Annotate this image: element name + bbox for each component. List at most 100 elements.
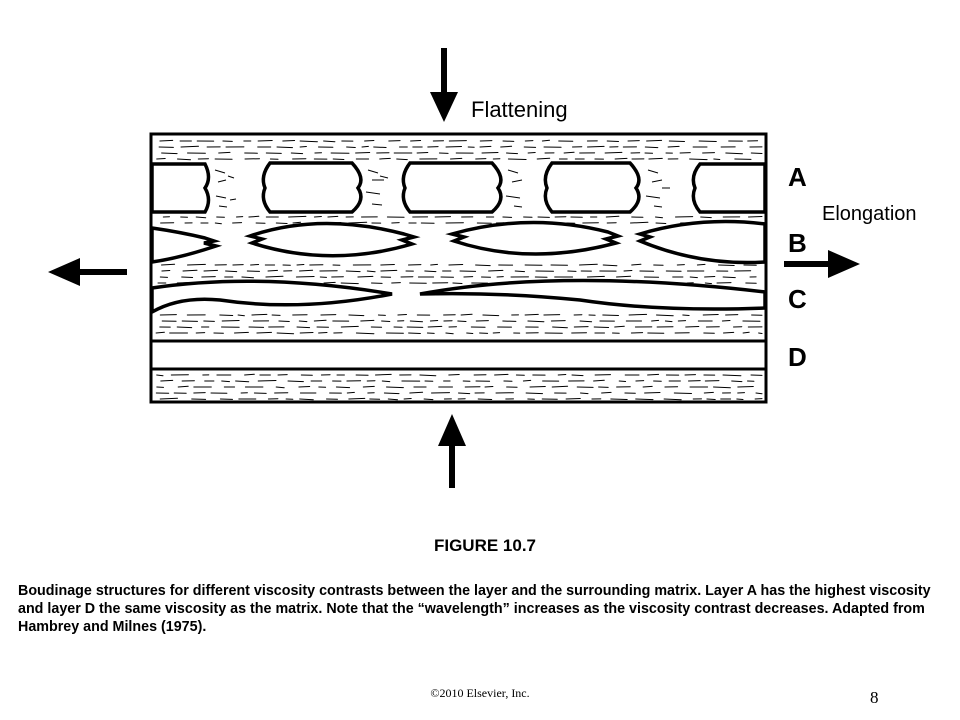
hatch-stroke <box>623 270 633 272</box>
hatch-stroke <box>288 215 307 218</box>
hatch-stroke <box>445 332 454 335</box>
hatch-stroke <box>383 392 400 395</box>
hatch-stroke <box>642 385 653 388</box>
hatch-stroke <box>656 314 674 317</box>
hatch-stroke <box>644 146 659 149</box>
page-number: 8 <box>870 688 879 707</box>
hatch-stroke <box>628 313 648 316</box>
hatch-stroke <box>386 386 404 389</box>
hatch-stroke <box>602 314 619 316</box>
hatch-stroke <box>448 264 464 266</box>
hatch-stroke <box>506 152 518 155</box>
hatch-stroke <box>614 157 628 160</box>
hatch-stroke <box>673 392 692 394</box>
hatch-stroke <box>606 140 619 142</box>
hatch-stroke <box>551 385 569 388</box>
hatch-stroke <box>614 325 625 328</box>
boudin-a3 <box>401 161 503 214</box>
hatch-stroke <box>250 264 260 266</box>
hatch-stroke <box>507 158 527 160</box>
hatch-stroke <box>430 263 438 266</box>
hatch-stroke <box>704 282 712 285</box>
flattening-arrows <box>430 48 466 488</box>
boudin-b3 <box>445 220 624 256</box>
hatch-stroke <box>248 215 260 218</box>
hatch-stroke <box>275 386 285 389</box>
hatch-stroke <box>655 222 667 224</box>
hatch-stroke <box>452 282 463 284</box>
arrow-up-icon <box>438 414 466 488</box>
hatch-stroke <box>276 146 293 149</box>
hatch-stroke <box>299 146 307 148</box>
figure-title: FIGURE 10.7 <box>433 536 537 555</box>
hatch-stroke <box>458 392 471 395</box>
hatch-stroke <box>610 398 628 400</box>
hatch-stroke <box>396 158 408 161</box>
boudin-a1 <box>150 162 211 214</box>
hatch-stroke <box>488 269 504 272</box>
hatch-stroke <box>225 270 238 273</box>
hatch-stroke <box>397 314 407 316</box>
hatch-stroke <box>647 373 660 376</box>
hatch-stroke <box>323 140 336 143</box>
hatch-stroke <box>409 320 423 323</box>
hatch-stroke <box>160 379 174 382</box>
hatch-stroke <box>593 326 610 328</box>
hatch-stroke <box>605 215 620 218</box>
hatch-stroke <box>221 380 230 383</box>
layer-a-necks <box>214 169 670 208</box>
hatch-stroke <box>219 314 234 316</box>
hatch-stroke <box>737 386 754 388</box>
layer-a-boudins <box>150 161 767 214</box>
hatch-stroke <box>514 270 525 273</box>
hatch-stroke <box>187 263 206 266</box>
hatch-stroke <box>214 222 222 225</box>
boudin-b2 <box>243 221 421 258</box>
hatch-stroke <box>177 385 189 388</box>
hatch-stroke <box>299 269 314 272</box>
hatch-stroke <box>299 398 314 401</box>
boudin-c2 <box>419 278 767 311</box>
hatch-stroke <box>722 276 736 279</box>
hatch-stroke <box>366 270 376 273</box>
hatch-stroke <box>630 221 649 224</box>
hatch-stroke <box>203 269 218 272</box>
hatch-stroke <box>563 151 575 154</box>
hatch-stroke <box>408 332 421 334</box>
hatch-stroke <box>731 380 743 383</box>
hatch-stroke <box>736 398 744 400</box>
hatch-stroke <box>159 397 178 400</box>
hatch-stroke <box>618 380 627 382</box>
arrow-down-icon <box>430 48 458 122</box>
hatch-stroke <box>313 319 327 322</box>
hatch-stroke <box>335 386 351 389</box>
hatch-stroke <box>256 331 272 334</box>
hatch-stroke <box>241 276 254 279</box>
hatch-stroke <box>479 145 492 148</box>
boudin-a2 <box>261 161 363 214</box>
hatch-stroke <box>180 145 199 148</box>
hatch-stroke <box>159 139 174 142</box>
hatch-stroke <box>703 391 714 394</box>
hatch-stroke <box>484 386 494 388</box>
hatch-stroke <box>475 264 491 267</box>
hatch-stroke <box>292 221 302 224</box>
hatch-stroke <box>742 331 750 334</box>
hatch-stroke <box>156 374 164 377</box>
hatch-stroke <box>265 275 284 278</box>
hatch-stroke <box>348 397 366 400</box>
hatch-stroke <box>244 373 255 376</box>
hatch-stroke <box>696 263 706 266</box>
hatch-stroke <box>327 215 339 218</box>
hatch-stroke <box>346 391 355 394</box>
hatch-stroke <box>586 275 605 278</box>
hatch-stroke <box>525 392 543 395</box>
hatch-stroke <box>295 276 315 278</box>
hatch-stroke <box>704 276 716 278</box>
elongation-label: Elongation <box>822 203 917 225</box>
hatch-stroke <box>282 140 296 142</box>
hatch-stroke <box>237 314 245 317</box>
hatch-stroke <box>290 152 304 155</box>
hatch-stroke <box>541 139 550 142</box>
hatch-stroke <box>477 398 493 400</box>
